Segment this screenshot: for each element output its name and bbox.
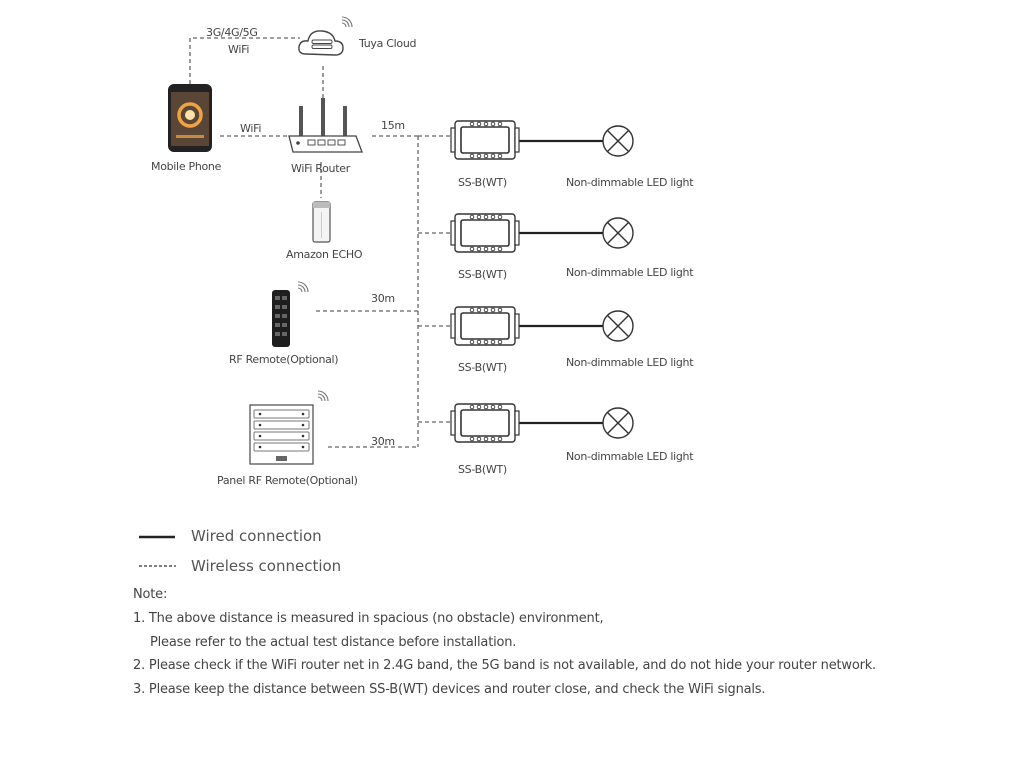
distance-router-label: 15m bbox=[381, 119, 405, 132]
receiver-4-icon bbox=[450, 403, 520, 443]
receiver-2-icon bbox=[450, 213, 520, 253]
led-light-3-icon bbox=[602, 310, 634, 342]
legend-wireless-label: Wireless connection bbox=[191, 557, 342, 575]
distance-panel-remote-label: 30m bbox=[371, 435, 395, 448]
wifi-router-icon bbox=[288, 98, 363, 153]
rf-remote-icon bbox=[272, 281, 309, 347]
legend-wired-label: Wired connection bbox=[191, 527, 322, 545]
note-item-1: 1. The above distance is measured in spa… bbox=[133, 611, 604, 626]
led-light-2-icon bbox=[602, 217, 634, 249]
cloud-icon bbox=[298, 16, 353, 56]
mobile-phone-label: Mobile Phone bbox=[151, 160, 222, 173]
wifi-top-label: WiFi bbox=[228, 43, 250, 56]
tuya-cloud-label: Tuya Cloud bbox=[359, 37, 417, 50]
panel-rf-remote-icon bbox=[249, 390, 329, 465]
mobile-phone-icon bbox=[168, 84, 212, 152]
led-light-3-label: Non-dimmable LED light bbox=[566, 356, 694, 369]
led-light-1-label: Non-dimmable LED light bbox=[566, 176, 694, 189]
receiver-3-model: SS-B(WT) bbox=[458, 361, 507, 374]
led-light-4-icon bbox=[602, 407, 634, 439]
led-light-1-icon bbox=[602, 125, 634, 157]
receiver-2-model: SS-B(WT) bbox=[458, 268, 507, 281]
led-light-2-label: Non-dimmable LED light bbox=[566, 266, 694, 279]
amazon-echo-label: Amazon ECHO bbox=[286, 248, 363, 261]
amazon-echo-icon bbox=[312, 201, 331, 243]
panel-rf-remote-label: Panel RF Remote(Optional) bbox=[217, 474, 358, 487]
notes-heading: Note: bbox=[133, 587, 168, 602]
led-light-4-label: Non-dimmable LED light bbox=[566, 450, 694, 463]
receiver-3-icon bbox=[450, 306, 520, 346]
receiver-4-model: SS-B(WT) bbox=[458, 463, 507, 476]
wireless-links bbox=[189, 37, 452, 448]
note-item-2: 2. Please check if the WiFi router net i… bbox=[133, 658, 876, 673]
receiver-1-icon bbox=[450, 120, 520, 160]
wired-links bbox=[517, 139, 603, 425]
phone-to-cloud-link bbox=[189, 37, 300, 84]
wifi-router-label: WiFi Router bbox=[291, 162, 350, 175]
wifi-link-label: WiFi bbox=[240, 122, 262, 135]
note-item-3: 3. Please keep the distance between SS-B… bbox=[133, 682, 766, 697]
cell-networks-label: 3G/4G/5G bbox=[206, 26, 258, 39]
distance-rf-remote-label: 30m bbox=[371, 292, 395, 305]
rf-remote-label: RF Remote(Optional) bbox=[229, 353, 339, 366]
note-item-1-continued: Please refer to the actual test distance… bbox=[150, 635, 517, 650]
receiver-1-model: SS-B(WT) bbox=[458, 176, 507, 189]
